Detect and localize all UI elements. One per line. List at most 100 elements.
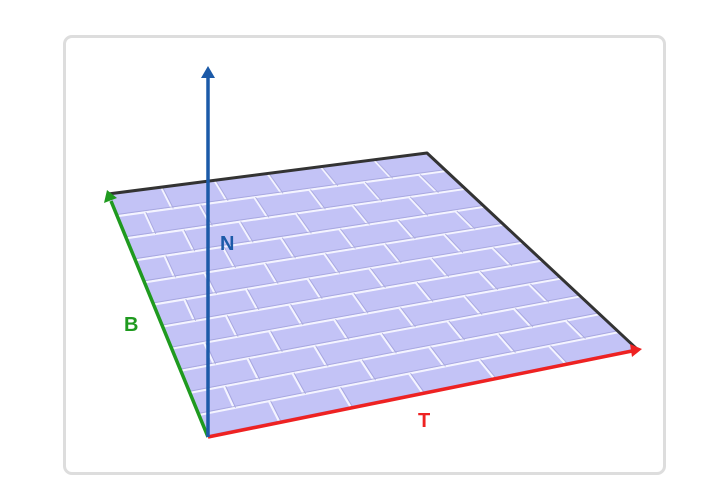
brick-mortar-line [512, 307, 533, 329]
brick-mortar-line [351, 204, 370, 226]
brick-mortar-line [145, 211, 157, 235]
brick-mortar-line [340, 228, 356, 249]
brick-mortar-line [351, 292, 368, 315]
brick-mortar-line [414, 281, 433, 303]
brick-mortar-line [293, 372, 307, 395]
brick-mortar-line [442, 233, 463, 254]
brick-mortar-line [564, 319, 585, 341]
brick-mortar-line [410, 372, 426, 394]
brick-mortar-line [566, 320, 586, 340]
brick-mortar-line [431, 257, 450, 278]
brick-mortar-line [477, 358, 496, 381]
brick-mortar-line [240, 221, 254, 243]
tangent-label: T [418, 410, 430, 432]
brick-mortar-line [332, 318, 349, 341]
brick-mortar-line [407, 195, 428, 217]
surface-outline [107, 151, 640, 352]
brick-mortar-line [225, 385, 237, 408]
brick-mortar-line [550, 345, 569, 365]
brick-mortar-line [213, 179, 228, 203]
brick-mortar-line [222, 385, 235, 410]
brick-mortar-line [496, 332, 515, 354]
brick-mortar-line [170, 276, 561, 348]
brick-mortar-line [429, 256, 449, 279]
brick-mortar-line [409, 196, 429, 216]
brick-mortar-line [385, 243, 402, 264]
brick-mortar-line [398, 219, 416, 240]
brick-mortar-line [267, 400, 281, 424]
brick-mortar-line [396, 219, 415, 241]
brick-mortar-line [319, 165, 338, 188]
bitangent-vector [104, 190, 210, 438]
brick-mortar-line [152, 240, 522, 304]
brick-mortar-line [183, 229, 196, 252]
brick-mortar-line [116, 169, 445, 216]
brick-mortar-line [198, 330, 618, 414]
brick-mortar-line [448, 320, 466, 341]
brick-mortar-line [361, 359, 377, 381]
normal-map-surface [108, 153, 638, 437]
brick-mortar-line [270, 330, 283, 353]
brick-mortar-line [379, 332, 396, 355]
brick-mortar-line [370, 267, 386, 289]
brick-mortar-line [312, 344, 328, 368]
brick-mortar-line [265, 262, 279, 284]
brick-mortar-line [430, 346, 446, 367]
brick-mortar-line [306, 277, 322, 301]
brick-mortar-line [185, 298, 197, 322]
brick-mortar-line [294, 212, 311, 235]
brick-mortar-line [444, 233, 464, 253]
brick-mortar-line [180, 294, 580, 370]
brick-mortar-line [224, 314, 238, 338]
brick-mortar-line [359, 359, 375, 382]
brick-mortar-line [268, 173, 284, 194]
brick-mortar-line [279, 236, 296, 260]
brick-mortar-line [221, 245, 236, 269]
brick-mortar-line [125, 187, 465, 238]
brick-mortar-line [255, 196, 270, 218]
brick-mortar-line [160, 186, 173, 210]
brick-mortar-line [335, 318, 350, 340]
brick-mortar-line [253, 196, 269, 219]
brick-mortar-line [498, 333, 516, 353]
brick-mortar-line [290, 304, 304, 326]
brick-mortar-line [291, 372, 305, 396]
brick-mortar-line [340, 386, 354, 408]
tangent-vector [207, 344, 642, 439]
brick-mortar-line [367, 267, 385, 290]
brick-mortar-line [308, 278, 323, 299]
brick-mortar-line [362, 181, 382, 203]
brick-mortar-line [547, 344, 568, 366]
brick-mortar-line [246, 288, 260, 311]
brick-mortar-line [165, 255, 177, 278]
brick-mortar-line [143, 211, 156, 236]
brick-mortar-line [181, 228, 195, 253]
brick-mortar-line [353, 292, 369, 314]
brick-mortar-line [419, 174, 439, 194]
brick-mortar-line [189, 312, 599, 392]
brick-mortar-line [491, 246, 512, 268]
brick-mortar-line [337, 386, 353, 410]
brick-mortar-line [530, 283, 550, 303]
brick-mortar-line [364, 181, 383, 202]
brick-mortar-line [456, 210, 476, 230]
brick-mortar-line [322, 252, 340, 275]
brick-mortar-line [263, 262, 278, 285]
brick-mortar-line [454, 210, 475, 231]
brick-mortar-line [493, 247, 513, 267]
brick-mortar-line [477, 270, 498, 292]
brick-mortar-line [161, 258, 541, 326]
brick-mortar-line [446, 320, 465, 342]
brick-mortar-line [397, 306, 415, 329]
brick-mortar-line [372, 158, 393, 180]
brick-mortar-line [281, 237, 296, 259]
brick-mortar-line [134, 205, 484, 260]
brick-mortar-line [238, 220, 253, 244]
bitangent-label: B [124, 314, 138, 336]
brick-mortar-line [161, 186, 174, 209]
brick-mortar-line [480, 270, 499, 291]
brick-mortar-line [465, 295, 483, 315]
brick-mortar-line [416, 281, 434, 302]
brick-mortar-line [163, 254, 176, 279]
brick-mortar-line [515, 308, 534, 328]
